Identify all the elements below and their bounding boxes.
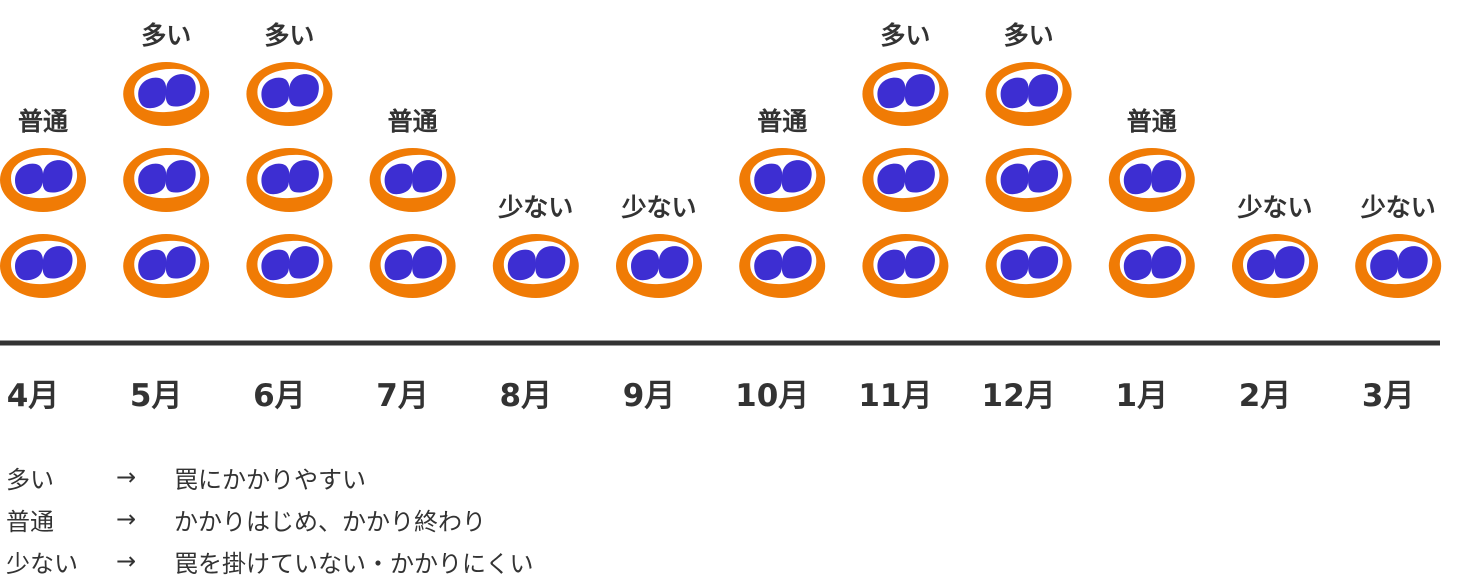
meat-slice-icon bbox=[985, 148, 1072, 212]
legend-term: 普通 bbox=[6, 507, 54, 536]
month-tick-label: 9月 bbox=[623, 378, 676, 414]
meat-slice-icon bbox=[123, 234, 210, 298]
meat-slice-icon bbox=[0, 234, 86, 298]
month-tick-label: 1月 bbox=[1116, 378, 1169, 414]
meat-slice-icon bbox=[246, 234, 333, 298]
legend-description: かかりはじめ、かかり終わり bbox=[174, 507, 486, 536]
month-tick-label: 3月 bbox=[1362, 378, 1415, 414]
meat-slice-icon bbox=[1108, 234, 1195, 298]
arrow-icon: → bbox=[116, 505, 137, 533]
meat-slice-icon bbox=[616, 234, 702, 298]
meat-slice-icon bbox=[1232, 234, 1318, 298]
legend-row-few: 少ない → 罠を掛けていない・かかりにくい bbox=[6, 540, 706, 582]
meat-slice-icon bbox=[246, 62, 333, 126]
arrow-icon: → bbox=[116, 547, 137, 575]
icon-layer bbox=[0, 62, 1442, 298]
meat-slice-icon bbox=[369, 148, 456, 212]
meat-slice-icon bbox=[123, 148, 210, 212]
meat-slice-icon bbox=[985, 234, 1072, 298]
month-tick-label: 11月 bbox=[858, 378, 932, 414]
month-label-layer: 4月 5月 6月 7月 8月 9月 10月 11月 12月 1月 2月 3月 bbox=[7, 378, 1415, 414]
meat-slice-icon bbox=[246, 148, 333, 212]
meat-slice-icon bbox=[492, 234, 579, 298]
level-label: 少ない bbox=[1360, 193, 1436, 222]
meat-slice-icon bbox=[862, 234, 949, 298]
meat-slice-icon bbox=[739, 234, 826, 298]
meat-slice-icon bbox=[1355, 234, 1442, 298]
month-tick-label: 12月 bbox=[982, 378, 1056, 414]
meat-slice-icon bbox=[739, 148, 826, 212]
month-tick-label: 2月 bbox=[1239, 378, 1292, 414]
meat-slice-icon bbox=[862, 148, 949, 212]
level-label: 少ない bbox=[620, 193, 696, 222]
level-label: 多い bbox=[1004, 21, 1054, 50]
level-label: 少ない bbox=[497, 193, 573, 222]
month-tick-label: 8月 bbox=[500, 378, 553, 414]
level-label: 少ない bbox=[1236, 193, 1312, 222]
legend-description: 罠を掛けていない・かかりにくい bbox=[174, 549, 534, 578]
month-tick-label: 6月 bbox=[253, 378, 306, 414]
level-label: 普通 bbox=[18, 107, 68, 136]
month-tick-label: 7月 bbox=[376, 378, 429, 414]
level-label: 多い bbox=[141, 21, 191, 50]
month-tick-label: 10月 bbox=[735, 378, 809, 414]
legend-row-many: 多い → 罠にかかりやすい bbox=[6, 456, 706, 498]
arrow-icon: → bbox=[116, 463, 137, 491]
legend-row-normal: 普通 → かかりはじめ、かかり終わり bbox=[6, 498, 706, 540]
month-tick-label: 4月 bbox=[7, 378, 60, 414]
meat-slice-icon bbox=[1108, 148, 1195, 212]
meat-slice-icon bbox=[0, 148, 86, 212]
meat-slice-icon bbox=[985, 62, 1072, 126]
legend-description: 罠にかかりやすい bbox=[174, 465, 366, 494]
meat-slice-icon bbox=[862, 62, 949, 126]
level-label: 普通 bbox=[1127, 107, 1177, 136]
legend-term: 多い bbox=[6, 465, 54, 494]
level-label: 多い bbox=[880, 21, 930, 50]
meat-slice-icon bbox=[369, 234, 456, 298]
level-label: 普通 bbox=[388, 107, 438, 136]
legend-term: 少ない bbox=[6, 549, 78, 578]
level-label: 普通 bbox=[757, 107, 807, 136]
meat-slice-icon bbox=[123, 62, 210, 126]
level-label: 多い bbox=[264, 21, 314, 50]
month-tick-label: 5月 bbox=[130, 378, 183, 414]
legend: 多い → 罠にかかりやすい 普通 → かかりはじめ、かかり終わり 少ない → 罠… bbox=[6, 456, 706, 582]
